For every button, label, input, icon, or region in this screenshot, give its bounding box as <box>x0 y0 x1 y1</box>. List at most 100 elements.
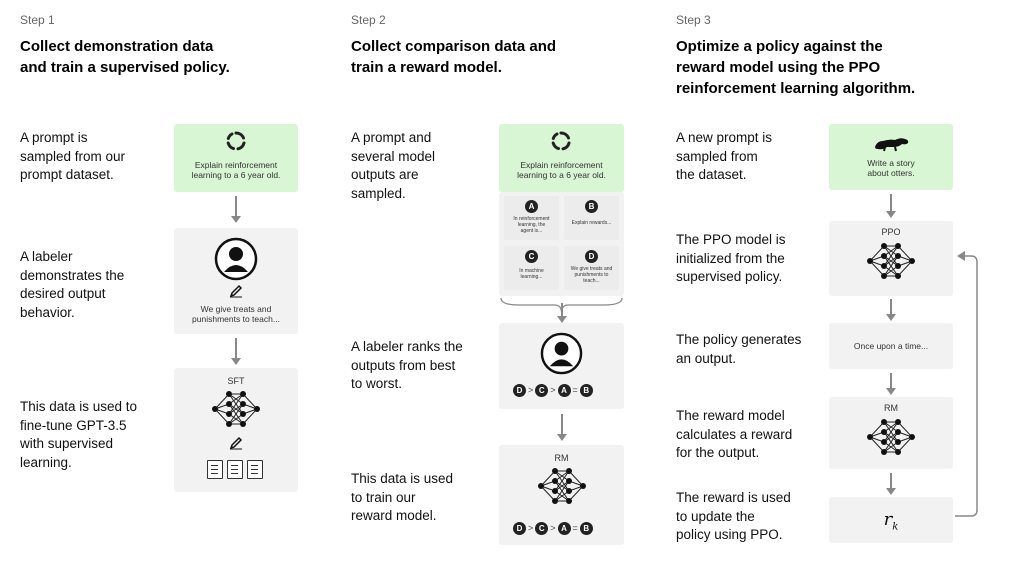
step1-desc-finetune: This data is used to fine-tune GPT-3.5 w… <box>20 398 137 472</box>
step3-label: Step 3 <box>676 13 711 27</box>
arrow-down <box>557 414 567 442</box>
desc-line: sampled from <box>676 148 758 164</box>
output-b: B Explain rewards... <box>564 196 619 240</box>
arrow-down <box>886 299 896 321</box>
ranking-row: D> C> A= B <box>513 521 593 535</box>
step3-prompt-text: Write a story about otters. <box>829 158 953 178</box>
arrow-down <box>557 303 567 323</box>
output-text: Once upon a time... <box>853 341 929 351</box>
step3-desc-ppo: The PPO model is initialized from the su… <box>676 231 786 287</box>
desc-line: desired output <box>20 286 106 301</box>
ranking-row: D> C> A= B <box>513 383 593 397</box>
step3-output-box: Once upon a time... <box>829 323 953 369</box>
desc-line: The policy generates <box>676 332 802 347</box>
step3-desc-update: The reward is used to update the policy … <box>676 489 791 545</box>
step2-rank-box: D> C> A= B <box>499 323 624 409</box>
document-icon <box>247 460 263 479</box>
step3-desc-prompt: A new prompt is sampled from the dataset… <box>676 129 772 185</box>
desc-line: calculates a reward <box>676 426 793 442</box>
output-d-text: We give treats and punishments to teach.… <box>564 266 619 284</box>
step2-prompt-box: Explain reinforcement learning to a 6 ye… <box>499 124 624 192</box>
desc-line: This data is used to <box>20 399 138 414</box>
output-a-letter: A <box>525 200 538 213</box>
neural-network-icon <box>867 419 915 455</box>
desc-line: prompt dataset. <box>20 167 114 182</box>
step1-title-line1: Collect demonstration data <box>20 38 214 55</box>
desc-line: initialized from the <box>676 250 785 266</box>
desc-line: A labeler ranks the <box>351 339 463 354</box>
sft-label: SFT <box>227 376 245 386</box>
rank-item: C <box>535 383 549 397</box>
step2-desc-sample: A prompt and several model outputs are s… <box>351 129 435 203</box>
desc-line: The reward model <box>676 408 785 423</box>
desc-line: for the output. <box>676 445 760 460</box>
labeler-icon <box>214 237 258 281</box>
step3-title-line1: Optimize a policy against the <box>676 38 883 55</box>
pencil-icon <box>229 284 243 298</box>
desc-line: several model <box>351 148 436 164</box>
desc-line: The PPO model is <box>676 232 786 247</box>
step2-desc-train: This data is used to train our reward mo… <box>351 470 453 526</box>
output-c-text: In machine learning... <box>504 268 559 280</box>
prompt-line: about otters. <box>867 168 915 178</box>
output-line: Explain rewards... <box>571 220 612 226</box>
desc-line: policy using PPO. <box>676 527 783 542</box>
prompt-line: Explain reinforcement <box>194 160 278 170</box>
desc-line: A prompt and <box>351 130 432 145</box>
prompt-line: learning to a 6 year old. <box>191 170 281 180</box>
step1-label: Step 1 <box>20 13 55 27</box>
desc-line: sampled. <box>351 185 406 201</box>
feedback-loop-arrow <box>955 251 978 517</box>
step1-title: Collect demonstration data and train a s… <box>20 36 230 78</box>
desc-line: the dataset. <box>676 167 747 182</box>
step3-title-line2: reward model using the PPO <box>676 59 881 76</box>
step1-prompt-text: Explain reinforcement learning to a 6 ye… <box>174 160 298 180</box>
step3-desc-output: The policy generates an output. <box>676 331 801 368</box>
step2-title-line1: Collect comparison data and <box>351 38 557 55</box>
gt-sign: > <box>528 385 534 395</box>
step2-desc-rank: A labeler ranks the outputs from best to… <box>351 338 463 394</box>
rank-item: C <box>535 521 549 535</box>
desc-line: to update the <box>676 508 755 524</box>
gt-sign: > <box>550 385 556 395</box>
desc-line: sampled from our <box>20 148 126 164</box>
output-line: punishments to <box>574 272 609 278</box>
desc-line: demonstrates the <box>20 267 125 283</box>
arrow-down <box>231 338 241 366</box>
step2-outputs-box: A In reinforcement learning, the agent i… <box>499 192 624 296</box>
arrow-down <box>886 473 896 495</box>
document-icon <box>227 460 243 479</box>
desc-line: an output. <box>676 350 737 366</box>
cycle-icon <box>551 131 571 151</box>
demo-line: We give treats and <box>200 304 272 314</box>
desc-line: supervised policy. <box>676 269 783 284</box>
pencil-icon <box>229 436 243 450</box>
output-a: A In reinforcement learning, the agent i… <box>504 196 559 240</box>
step2-prompt-text: Explain reinforcement learning to a 6 ye… <box>499 160 624 180</box>
desc-line: learning. <box>20 454 72 470</box>
rank-item: B <box>579 383 593 397</box>
output-line: teach... <box>583 278 600 284</box>
step3-title: Optimize a policy against the reward mod… <box>676 36 915 99</box>
output-line: In machine <box>519 268 544 274</box>
rank-item: D <box>513 383 526 397</box>
step1-desc-labeler: A labeler demonstrates the desired outpu… <box>20 248 124 322</box>
rm-label: RM <box>884 403 898 413</box>
step3-prompt-box: Write a story about otters. <box>829 124 953 190</box>
step1-prompt-box: Explain reinforcement learning to a 6 ye… <box>174 124 298 192</box>
document-icon <box>207 460 223 479</box>
desc-line: fine-tune GPT-3.5 <box>20 417 127 433</box>
output-d-letter: D <box>585 250 598 263</box>
step3-rm-box: RM <box>829 397 953 469</box>
reward-r: r <box>883 509 893 530</box>
otter-icon <box>875 138 909 152</box>
neural-network-icon <box>212 391 260 427</box>
desc-line: A prompt is <box>20 130 88 145</box>
arrow-down <box>886 373 896 395</box>
step3-reward-box: rk <box>829 497 953 543</box>
desc-line: A new prompt is <box>676 130 773 145</box>
rank-item: D <box>513 521 526 535</box>
gt-sign: = <box>572 385 578 395</box>
desc-line: with supervised <box>20 436 114 451</box>
step3-title-line3: reinforcement learning algorithm. <box>676 80 916 97</box>
